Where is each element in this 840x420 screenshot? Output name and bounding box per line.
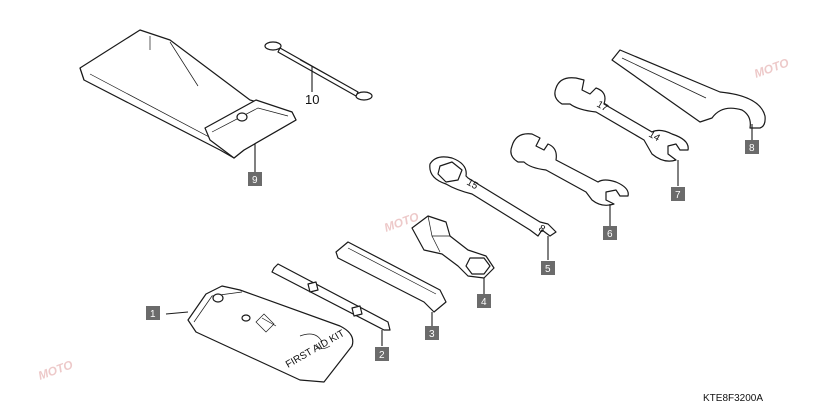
callout-3: 3 <box>425 326 439 340</box>
callout-8: 8 <box>745 140 759 154</box>
svg-text:9: 9 <box>252 175 258 186</box>
box-wrench: 15 8 <box>429 156 557 260</box>
svg-text:5: 5 <box>545 264 551 275</box>
part-10-label: 10 <box>305 92 319 107</box>
callout-7: 7 <box>671 187 685 201</box>
svg-text:2: 2 <box>379 350 385 361</box>
double-wrench-large: 17 14 <box>554 77 689 186</box>
svg-text:4: 4 <box>481 297 487 308</box>
wrench-size-17: 17 <box>595 99 611 114</box>
callout-4: 4 <box>477 294 491 308</box>
callout-1: 1 <box>146 306 160 320</box>
rod-tool <box>264 41 373 101</box>
svg-text:7: 7 <box>675 190 681 201</box>
tool-bag <box>79 29 297 172</box>
svg-text:8: 8 <box>749 143 755 154</box>
svg-text:3: 3 <box>429 329 435 340</box>
watermark-top-right: MOTO <box>752 55 791 81</box>
diagram-code: KTE8F3200A <box>703 393 763 404</box>
hook-spanner <box>611 49 766 140</box>
svg-text:1: 1 <box>150 309 156 320</box>
first-aid-kit: FIRST AID KIT <box>165 285 354 383</box>
double-wrench-small <box>510 133 629 226</box>
handle-bar <box>335 241 447 326</box>
screwdriver <box>271 263 391 346</box>
wrench-size-14: 14 <box>647 129 663 144</box>
box-wrench-size-15: 15 <box>465 177 481 192</box>
callout-5: 5 <box>541 261 555 275</box>
callout-2: 2 <box>375 347 389 361</box>
box-wrench-size-8: 8 <box>537 223 548 236</box>
watermark-left: MOTO <box>36 357 75 383</box>
socket-wrench <box>411 215 495 294</box>
svg-text:6: 6 <box>607 229 613 240</box>
callout-9: 9 <box>248 172 262 186</box>
svg-text:MOTO: MOTO <box>36 357 75 383</box>
callout-6: 6 <box>603 226 617 240</box>
svg-text:MOTO: MOTO <box>752 55 791 81</box>
